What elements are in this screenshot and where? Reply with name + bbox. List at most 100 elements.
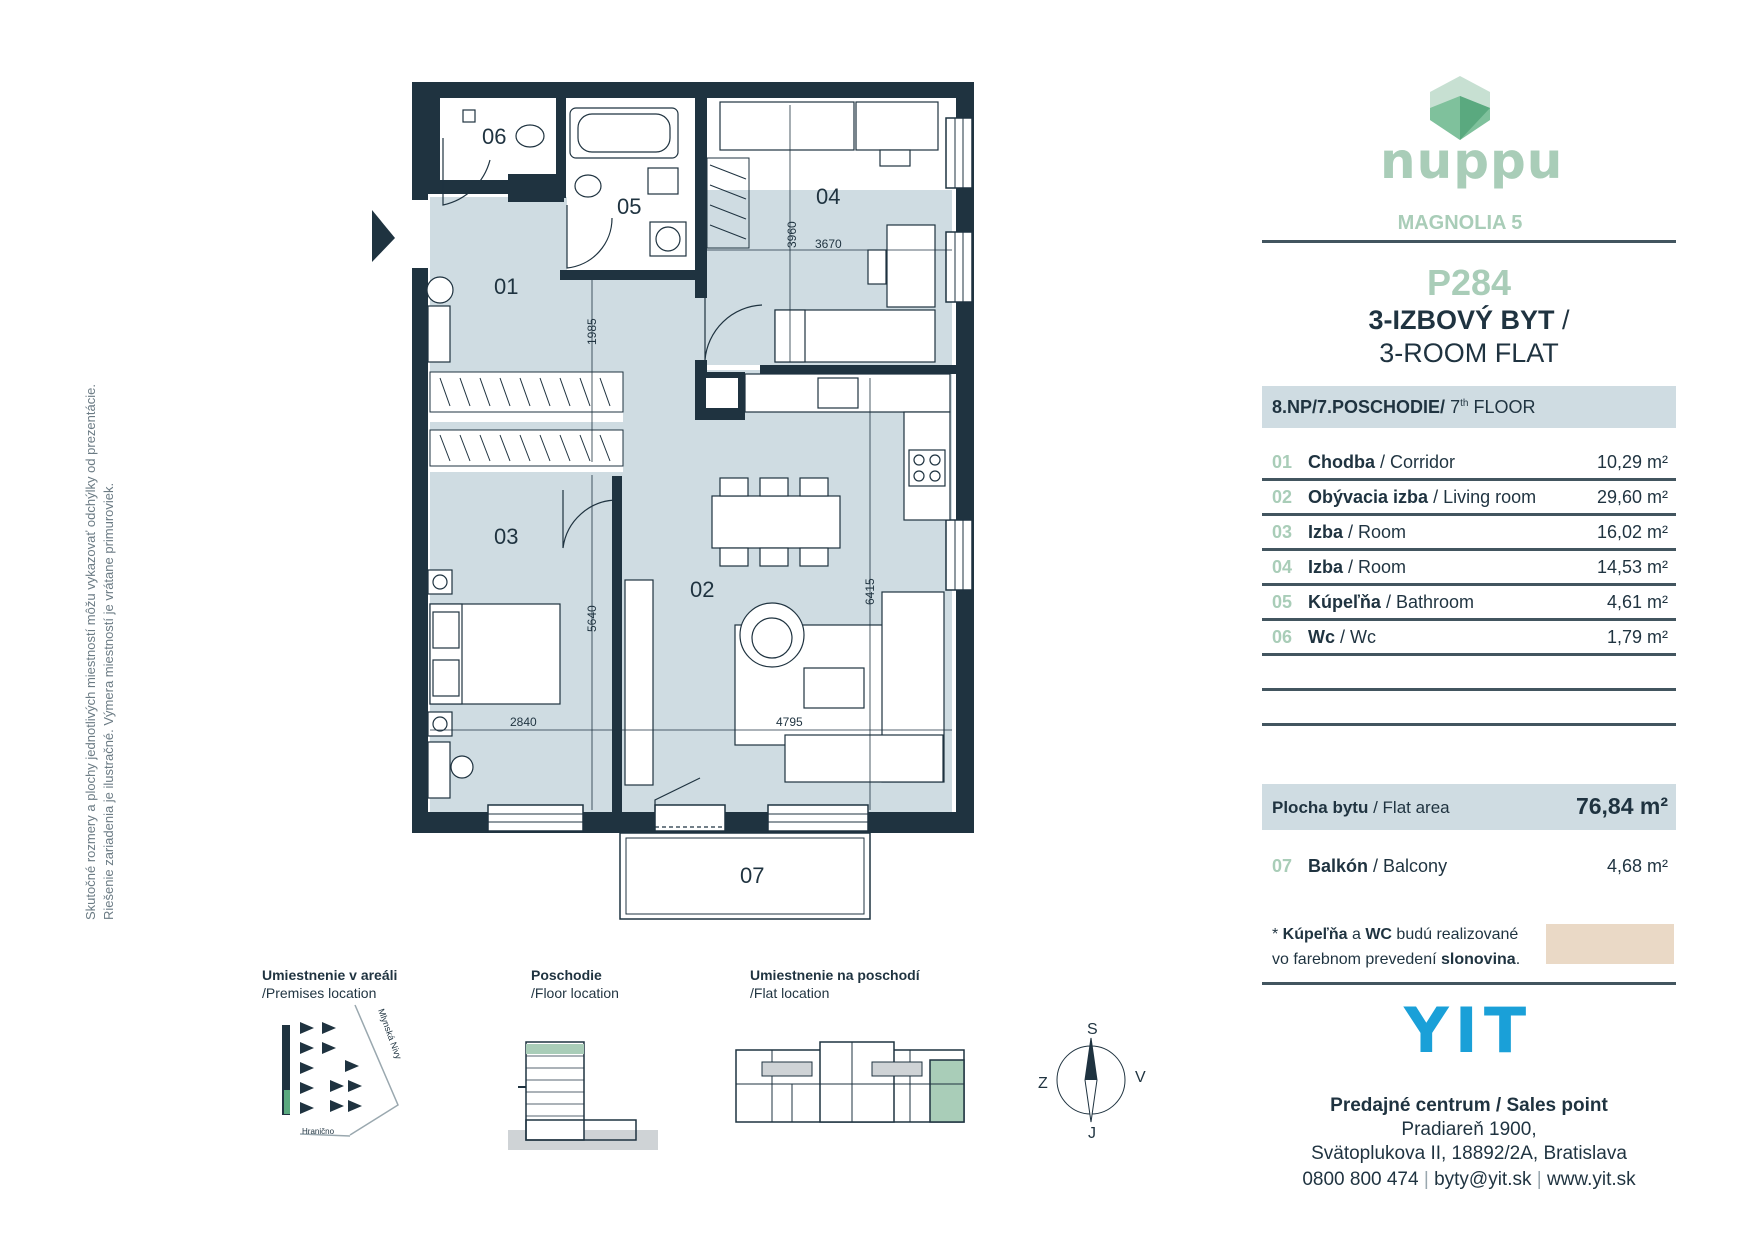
label-03: 03: [494, 524, 518, 549]
room-row: 05 Kúpeľňa / Bathroom 4,61 m²: [1262, 584, 1676, 621]
sales-point: Predajné centrum / Sales point Pradiareň…: [1262, 1094, 1676, 1192]
entrance-arrow-icon: [372, 210, 395, 262]
tv-unit: [624, 579, 654, 786]
coffee-table: [803, 667, 865, 709]
room-area: 16,02 m²: [1596, 522, 1668, 542]
room-row: 06 Wc / Wc 1,79 m²: [1262, 619, 1676, 656]
label-02: 02: [690, 577, 714, 602]
wall-top: [412, 82, 974, 98]
wc-sink: [462, 109, 476, 123]
yit-logo-icon: YIT: [1403, 1004, 1532, 1056]
room-name: Chodba / Corridor: [1308, 452, 1456, 472]
sales-contacts: 0800 800 474 | byty@yit.sk | www.yit.sk: [1302, 1169, 1636, 1190]
dim-2840: 2840: [510, 715, 537, 729]
balcony-row: 07 Balkón / Balcony 4,68 m²: [1262, 852, 1676, 882]
sales-web[interactable]: www.yit.sk: [1546, 1169, 1636, 1190]
room-num: 01: [1272, 452, 1293, 472]
flat-type-sk: 3-IZBOVÝ BYT: [1368, 305, 1555, 335]
room-name: Kúpeľňa / Bathroom: [1308, 592, 1475, 612]
desk-04: [855, 101, 939, 151]
label-05: 05: [617, 194, 641, 219]
bath-sink-icon: [647, 167, 679, 195]
window-room03: [487, 804, 584, 832]
label-07: 07: [740, 863, 764, 888]
shaft-block: [508, 174, 564, 202]
room-area: 4,61 m²: [1606, 592, 1668, 612]
total-value: 76,84 m²: [1575, 793, 1668, 819]
sales-title: Predajné centrum / Sales point: [1330, 1095, 1608, 1116]
room-row: 01 Chodba / Corridor 10,29 m²: [1262, 444, 1676, 481]
project-name: MAGNOLIA 5: [1397, 212, 1523, 234]
balcony-num: 07: [1272, 856, 1293, 876]
floor-sk: 8.NP/7.POSCHODIE/: [1272, 397, 1446, 417]
compass-e: V: [1135, 1069, 1146, 1086]
shoe-cabinet: [427, 305, 451, 363]
window-room04-b: [945, 231, 973, 303]
room-row: 02 Obývacia izba / Living room 29,60 m²: [1262, 479, 1676, 516]
room-area: 1,79 m²: [1606, 627, 1668, 647]
highlighted-flat: [929, 1059, 965, 1123]
dining-table: [711, 495, 841, 549]
sales-email[interactable]: byty@yit.sk: [1434, 1169, 1532, 1190]
window-living: [767, 804, 869, 832]
kitchen-sink-icon: [817, 377, 859, 409]
window-room04-a: [945, 117, 973, 189]
dim-1985: 1985: [585, 318, 599, 345]
room-num: 04: [1272, 557, 1293, 577]
room-row-empty: [1262, 689, 1676, 726]
divider-top: [1262, 240, 1676, 243]
compass-icon: S J Z V: [1038, 1021, 1146, 1140]
room-row: 03 Izba / Room 16,02 m²: [1262, 514, 1676, 551]
compass-w: Z: [1038, 1075, 1048, 1092]
wc-wall-left: [428, 98, 440, 190]
room-name: Izba / Room: [1308, 557, 1407, 577]
room-area: 10,29 m²: [1596, 452, 1668, 472]
bath-toilet-icon: [574, 174, 602, 198]
wall-left-lower: [412, 268, 428, 833]
coat-stand: [426, 276, 454, 304]
wall-bath-room04: [695, 98, 707, 298]
wall-wc-bath: [556, 98, 566, 198]
yit-logo-text: YIT: [1403, 1004, 1532, 1056]
room-num: 06: [1272, 627, 1293, 647]
wardrobe-hatch: [429, 157, 750, 467]
window-living-side: [945, 519, 973, 591]
room-name: Obývacia izba / Living room: [1308, 487, 1537, 507]
compass-s: J: [1088, 1125, 1096, 1140]
sales-phone[interactable]: 0800 800 474: [1302, 1169, 1419, 1190]
total-label: Plocha bytu / Flat area: [1272, 798, 1450, 817]
entrance-opening: [413, 200, 427, 268]
dim-5640: 5640: [585, 605, 599, 632]
sales-address-1: Pradiareň 1900,: [1401, 1119, 1537, 1140]
floor-plan: 06 05 04 01 03 02 07 3960 3670 1985 5640…: [372, 82, 974, 920]
unit-code: P284: [1426, 262, 1512, 303]
dim-3670: 3670: [815, 237, 842, 251]
flat-type-en: 3-ROOM FLAT: [1379, 338, 1559, 368]
label-06: 06: [482, 124, 506, 149]
room-row-empty: [1262, 654, 1676, 691]
floor-sup: th: [1460, 398, 1469, 409]
desk-03: [427, 741, 451, 799]
wall-right: [956, 82, 974, 833]
wall-room03-right: [612, 476, 622, 812]
total-area-band: Plocha bytu / Flat area 76,84 m²: [1262, 784, 1676, 830]
premises-map: Mlynská Nivy Hranično: [282, 1004, 404, 1137]
floor-en: FLOOR: [1473, 397, 1536, 417]
room-num: 02: [1272, 487, 1293, 507]
toilet-icon: [515, 124, 545, 148]
floor-location-diagram: [508, 1041, 658, 1150]
door-swings: [442, 138, 763, 828]
wall-room04-bottom: [760, 365, 956, 374]
label-04: 04: [816, 184, 840, 209]
balcony-outline: [619, 832, 871, 920]
dim-4795: 4795: [776, 715, 803, 729]
flat-location-diagram: [735, 1041, 965, 1123]
room-area: 14,53 m²: [1596, 557, 1668, 577]
room-num: 03: [1272, 522, 1293, 542]
balcony-name: Balkón / Balcony: [1308, 856, 1448, 876]
nuppu-logo-icon: [1430, 76, 1490, 140]
floor-ord: 7: [1450, 397, 1461, 417]
street-label-1: Mlynská Nivy: [376, 1007, 404, 1061]
floor-info: 8.NP/7.POSCHODIE/ 7th FLOOR: [1272, 397, 1535, 418]
divider-bottom: [1262, 982, 1676, 985]
